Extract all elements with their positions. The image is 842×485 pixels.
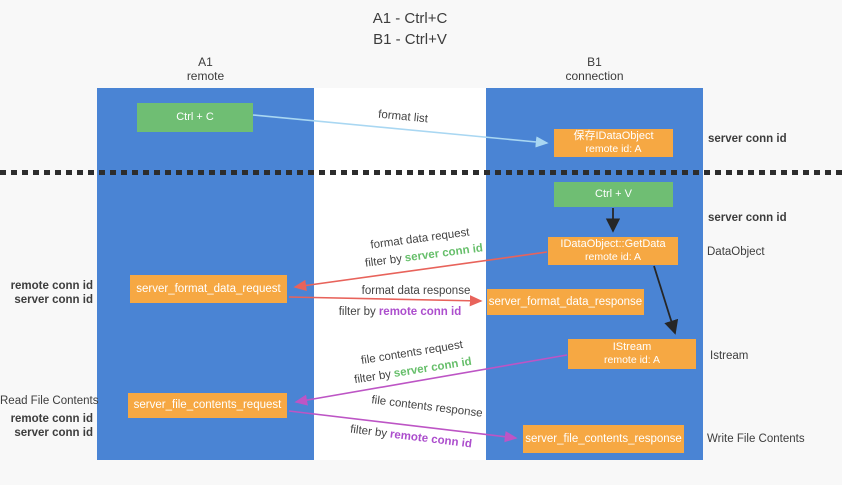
istream-line1: IStream — [612, 341, 652, 353]
diagram-title: A1 - Ctrl+C B1 - Ctrl+V — [290, 8, 530, 50]
copy-paste-separator-line — [0, 170, 842, 175]
lifeline-a1-name: A1 — [198, 55, 213, 69]
filter-by-text: filter by — [338, 306, 376, 318]
annotation-read-file-contents: Read File Contents — [0, 395, 99, 407]
istream-line2: remote id: A — [603, 354, 661, 366]
title-line-a1: A1 - Ctrl+C — [372, 10, 448, 27]
lifeline-a1-role: remote — [186, 69, 225, 83]
server-file-contents-request-node: server_file_contents_request — [128, 393, 287, 418]
ctrl-v-node: Ctrl + V — [554, 182, 673, 207]
idataobject-getdata-line1: IDataObject::GetData — [560, 238, 666, 250]
annotation-server-conn-id-mid-right: server conn id — [708, 212, 787, 224]
ctrl-v-label: Ctrl + V — [595, 188, 632, 200]
server-format-data-response-label: server_format_data_response — [488, 295, 643, 308]
ctrl-c-label: Ctrl + C — [176, 111, 214, 123]
lifeline-b1-role: connection — [565, 69, 624, 83]
server-format-data-request-node: server_format_data_request — [130, 275, 287, 303]
annotation-dataobject: DataObject — [707, 246, 765, 258]
annotation-write-file-contents: Write File Contents — [707, 433, 805, 445]
server-file-contents-response-label: server_file_contents_response — [525, 432, 682, 445]
idataobject-getdata-node: IDataObject::GetData remote id: A — [548, 237, 678, 265]
annotation-server-conn-id-bottom-left: server conn id — [14, 427, 93, 439]
remote-conn-id-text: remote conn id — [378, 306, 462, 318]
server-format-data-request-label: server_format_data_request — [136, 282, 281, 295]
annotation-server-conn-id-top-left: server conn id — [14, 294, 93, 306]
save-idataobject-node: 保存IDataObject remote id: A — [554, 129, 673, 157]
lifeline-header-a1: A1 remote — [97, 55, 314, 83]
save-idataobject-line1: 保存IDataObject — [573, 130, 654, 142]
istream-node: IStream remote id: A — [568, 339, 696, 369]
ctrl-c-node: Ctrl + C — [137, 103, 253, 132]
idataobject-getdata-line2: remote id: A — [584, 251, 642, 263]
server-file-contents-response-node: server_file_contents_response — [523, 425, 684, 453]
lifeline-header-b1: B1 connection — [486, 55, 703, 83]
lifeline-b1-name: B1 — [587, 55, 602, 69]
server-file-contents-request-label: server_file_contents_request — [133, 399, 282, 411]
annotation-remote-conn-id-bottom-left: remote conn id — [10, 413, 93, 425]
annotation-istream: Istream — [710, 350, 749, 362]
server-format-data-response-node: server_format_data_response — [487, 289, 644, 315]
annotation-server-conn-id-top-right: server conn id — [708, 133, 787, 145]
save-idataobject-line2: remote id: A — [585, 143, 642, 155]
format-data-response-label: format data response — [361, 285, 471, 297]
title-line-b1: B1 - Ctrl+V — [373, 31, 447, 48]
annotation-remote-conn-id-top-left: remote conn id — [10, 280, 93, 292]
